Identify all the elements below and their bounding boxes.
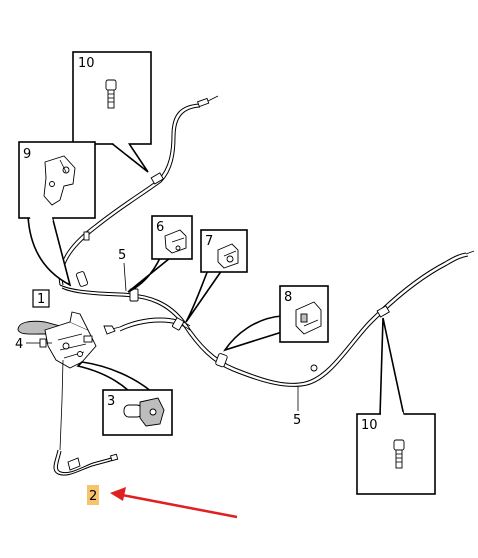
callout-label-5a: 5 xyxy=(118,248,126,263)
lever-assembly xyxy=(17,311,97,451)
clip-icon xyxy=(295,301,322,335)
cable-label-5-top: 5 xyxy=(118,248,127,292)
callout-box-6: 6 xyxy=(127,215,193,293)
callout-box-7: 7 xyxy=(185,229,248,323)
cable-2: 2 xyxy=(53,449,119,505)
callout-box-3: 3 xyxy=(76,361,173,436)
red-arrow-icon xyxy=(110,487,238,519)
callout-label-9: 9 xyxy=(23,147,31,162)
callout-label-3: 3 xyxy=(107,394,115,409)
switch-icon xyxy=(123,397,165,427)
callout-label-7: 7 xyxy=(205,234,213,249)
callout-label-10b: 10 xyxy=(361,418,378,433)
bolt-icon xyxy=(105,79,117,109)
clip-icon xyxy=(164,229,187,254)
callout-box-10-bottom: 10 xyxy=(356,317,436,495)
screw-4: 4 xyxy=(15,337,52,352)
callout-box-8: 8 xyxy=(223,285,329,352)
callout-label-8: 8 xyxy=(284,290,292,305)
bolt-icon xyxy=(393,439,405,469)
callout-label-1: 1 xyxy=(37,292,45,307)
callout-box-9: 9 xyxy=(18,141,96,287)
callout-box-1: 1 xyxy=(32,289,50,308)
callout-box-10-top: 10 xyxy=(72,51,152,173)
bracket-icon xyxy=(43,155,76,206)
clip-icon xyxy=(217,243,239,269)
cable-label-5-bottom: 5 xyxy=(293,386,301,428)
callout-label-4: 4 xyxy=(15,337,23,352)
callout-label-5b: 5 xyxy=(293,413,301,428)
highlight-marker xyxy=(87,485,99,505)
callout-label-6: 6 xyxy=(156,220,164,235)
callout-label-2: 2 xyxy=(89,489,97,504)
callout-label-10a: 10 xyxy=(78,56,95,71)
